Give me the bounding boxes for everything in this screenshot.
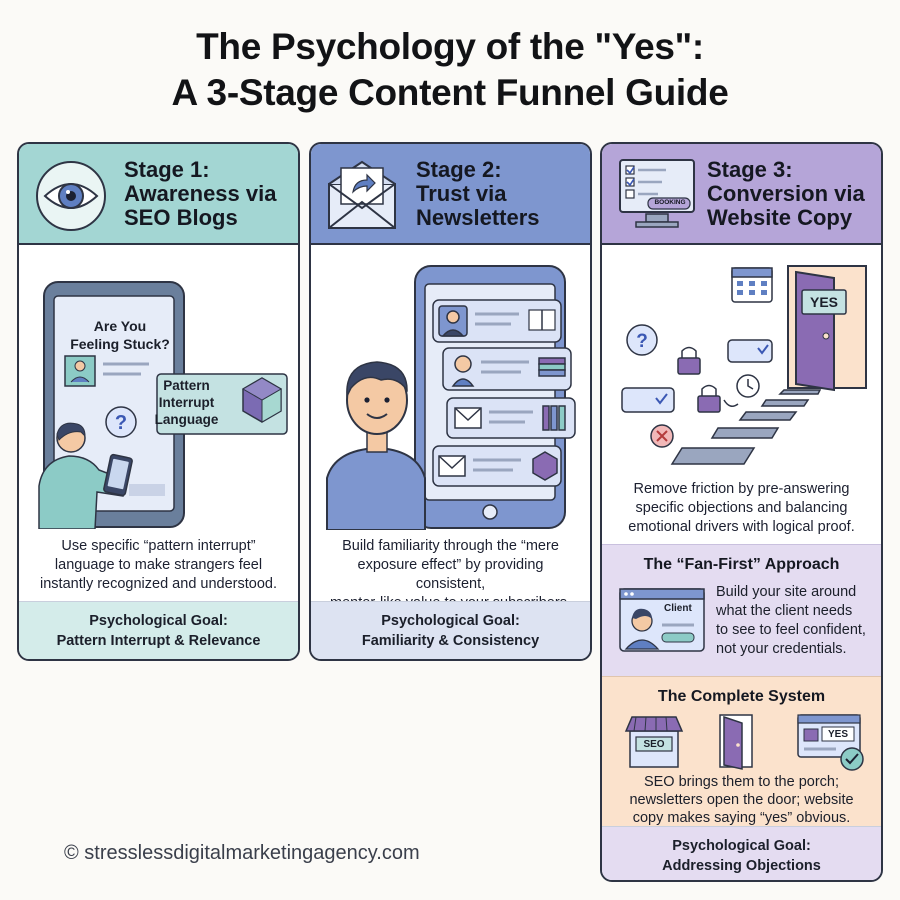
open-door-icon: [716, 713, 760, 776]
stage-3-desc-line-3: emotional drivers with logical proof.: [628, 519, 855, 535]
yes-screen-icon: [796, 713, 868, 778]
complete-system-section: The Complete System SEO: [602, 676, 881, 828]
stage-1-card: Stage 1: Awareness via SEO Blogs ?: [17, 142, 300, 661]
stage-1-goal: Psychological Goal: Pattern Interrupt & …: [19, 601, 298, 659]
client-profile-icon: [618, 587, 706, 658]
system-line-2: newsletters open the door; website: [629, 792, 854, 808]
callout-line-2: Interrupt: [158, 395, 215, 410]
system-line-1: SEO brings them to the porch;: [643, 774, 840, 790]
stage-3-goal-label: Psychological Goal:: [672, 838, 811, 854]
svg-text:?: ?: [115, 412, 127, 434]
stage-2-desc-line-2: exposure effect” by providing consistent…: [357, 557, 544, 592]
stage-2-heading-line-3: Newsletters: [416, 205, 540, 230]
storefront-icon: [624, 713, 684, 774]
stage-3-goal: Psychological Goal: Addressing Objection…: [602, 826, 881, 880]
stage-1-desc-line-2: language to make strangers feel: [54, 557, 263, 573]
stage-3-illustration: ?: [612, 260, 874, 470]
fan-first-line-4: not your credentials.: [716, 641, 847, 657]
stage-3-card: BOOKING Stage 3: Conversion via Website …: [600, 142, 883, 882]
blog-headline-line-2: Feeling Stuck?: [70, 336, 170, 352]
fan-first-text: Build your site around what the client n…: [716, 583, 866, 659]
pattern-callout: Pattern Interrupt Language: [149, 377, 224, 428]
booking-label: BOOKING: [654, 199, 686, 206]
stage-1-heading-line-2: Awareness via: [124, 181, 277, 206]
stage-1-illustration: ?: [29, 274, 289, 530]
stage-1-number: Stage 1:: [124, 157, 210, 182]
yes-label: YES: [827, 729, 848, 740]
callout-line-3: Language: [154, 412, 219, 427]
stage-2-heading: Stage 2: Trust via Newsletters: [416, 158, 540, 230]
stage-3-heading-line-3: Website Copy: [707, 205, 853, 230]
stage-1-heading-line-3: SEO Blogs: [124, 205, 238, 230]
callout-line-1: Pattern: [163, 378, 210, 393]
stage-2-number: Stage 2:: [416, 157, 502, 182]
stage-1-goal-label: Psychological Goal:: [89, 613, 228, 629]
blog-headline-line-1: Are You: [93, 318, 147, 334]
stage-2-illustration: [321, 260, 583, 531]
complete-system-text: SEO brings them to the porch; newsletter…: [608, 773, 875, 827]
title-line-2: A 3-Stage Content Funnel Guide: [171, 72, 729, 113]
stage-2-goal-value: Familiarity & Consistency: [361, 633, 540, 649]
seo-label: SEO: [643, 739, 665, 750]
stage-2-header: Stage 2: Trust via Newsletters: [311, 144, 590, 245]
title-line-1: The Psychology of the "Yes":: [196, 26, 704, 67]
fan-first-section: The “Fan-First” Approach Client Build yo…: [602, 544, 881, 676]
stage-3-description: Remove friction by pre-answering specifi…: [614, 480, 869, 537]
stage-3-number: Stage 3:: [707, 157, 793, 182]
stage-1-description: Use specific “pattern interrupt” languag…: [31, 537, 286, 594]
fan-first-title: The “Fan-First” Approach: [643, 556, 840, 573]
stage-3-goal-value: Addressing Objections: [662, 858, 821, 874]
stage-3-heading-line-2: Conversion via: [707, 181, 865, 206]
stage-2-heading-line-2: Trust via: [416, 181, 507, 206]
client-label: Client: [664, 603, 692, 614]
page-title: The Psychology of the "Yes": A 3-Stage C…: [0, 24, 900, 116]
envelope-icon: [325, 158, 399, 235]
stage-1-desc-line-1: Use specific “pattern interrupt”: [61, 538, 256, 554]
stage-2-goal-label: Psychological Goal:: [381, 613, 520, 629]
stage-2-goal: Psychological Goal: Familiarity & Consis…: [311, 601, 590, 659]
fan-first-line-3: to see to feel confident,: [716, 622, 866, 638]
stage-2-card: Stage 2: Trust via Newsletters: [309, 142, 592, 661]
stage-3-desc-line-2: specific objections and balancing: [635, 500, 848, 516]
stage-1-header: Stage 1: Awareness via SEO Blogs: [19, 144, 298, 245]
stage-3-desc-line-1: Remove friction by pre-answering: [633, 481, 850, 497]
complete-system-title: The Complete System: [657, 688, 826, 705]
stage-3-heading: Stage 3: Conversion via Website Copy: [707, 158, 865, 230]
fan-first-line-1: Build your site around: [716, 584, 857, 600]
eye-icon: [35, 160, 107, 237]
door-sign: YES: [809, 294, 838, 310]
stage-1-goal-value: Pattern Interrupt & Relevance: [56, 633, 261, 649]
fan-first-line-2: what the client needs: [716, 603, 853, 619]
stage-1-desc-line-3: instantly recognized and understood.: [40, 576, 277, 592]
system-line-3: copy makes saying “yes” obvious.: [632, 810, 851, 826]
stage-2-desc-line-1: Build familiarity through the “mere: [342, 538, 559, 554]
blog-headline: Are You Feeling Stuck?: [54, 317, 186, 353]
copyright-footer: © stresslessdigitalmarketingagency.com: [64, 842, 420, 864]
svg-text:?: ?: [636, 331, 648, 352]
stage-1-heading: Stage 1: Awareness via SEO Blogs: [124, 158, 276, 230]
booking-screen-icon: [618, 158, 696, 235]
stage-3-header: BOOKING Stage 3: Conversion via Website …: [602, 144, 881, 245]
